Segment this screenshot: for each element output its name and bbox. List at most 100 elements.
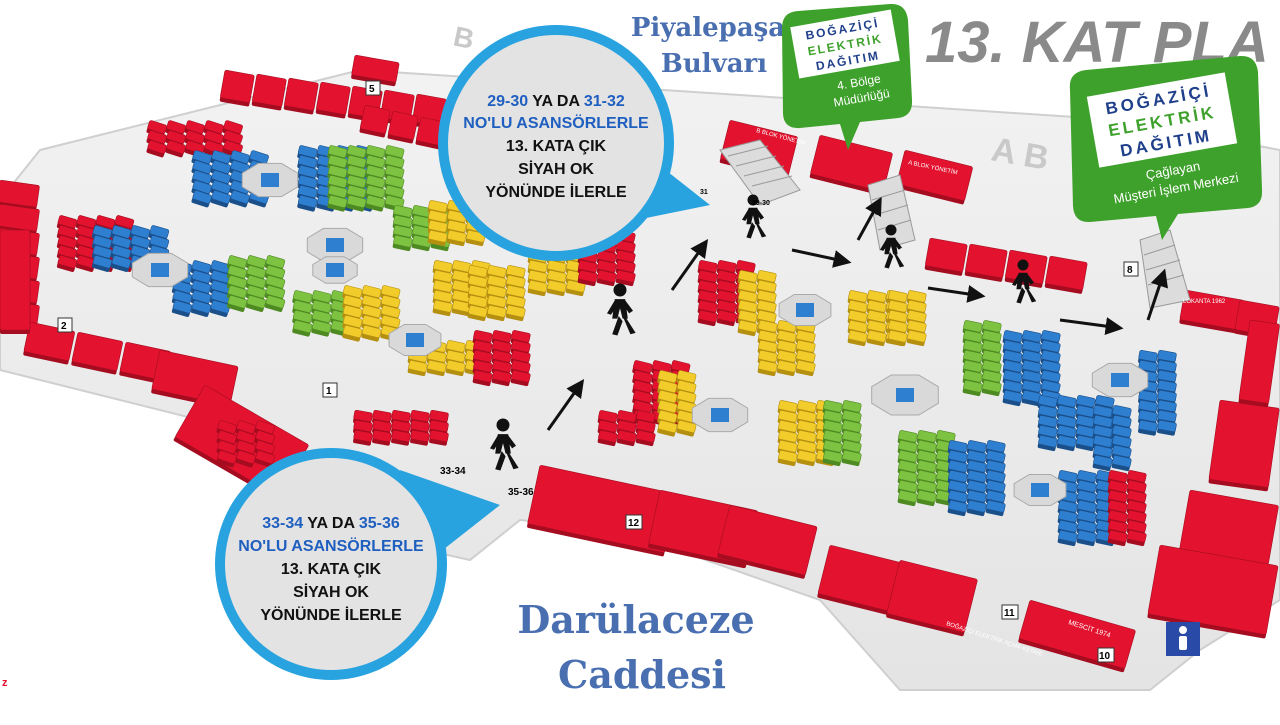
booth <box>245 295 267 312</box>
booth <box>0 229 31 334</box>
direction-arrow <box>927 284 986 303</box>
booth <box>964 244 1008 282</box>
sign-4-bolge: BOĞAZİÇİ ELEKTRİK DAĞITIM 4. Bölge Müdür… <box>782 3 913 151</box>
direction-arrow <box>1059 317 1124 336</box>
callout-bottom: 33-34 YA DA 35-36 NO'LU ASANSÖRLERLE 13.… <box>215 448 500 680</box>
direction-arrows <box>546 196 1168 431</box>
booth <box>361 325 382 342</box>
booth <box>897 490 918 507</box>
level-markers: 1 2 5 8 10 11 12 33-34 35-36 29-30 31 <box>57 80 1139 663</box>
booth <box>916 490 937 507</box>
booth <box>229 190 250 208</box>
booth <box>809 135 893 196</box>
walking-person-icon <box>1012 259 1037 304</box>
callout-bottom-line4: SİYAH OK <box>293 583 369 601</box>
logo-box-right <box>1086 72 1238 168</box>
booth <box>657 420 678 437</box>
callout-bottom-elevator-a: 33-34 <box>262 515 303 532</box>
callout-top-line2: NO'LU ASANSÖRLERLE <box>463 113 649 132</box>
booth <box>1021 390 1042 407</box>
booth <box>165 140 186 158</box>
booth <box>71 332 123 375</box>
booth <box>615 270 636 287</box>
elevator-lobbies <box>131 162 1149 506</box>
stair-12-label: 12 <box>628 518 640 529</box>
booth <box>616 430 637 447</box>
booth <box>596 250 617 267</box>
elevator-icon <box>796 303 814 317</box>
booth <box>1057 530 1078 547</box>
elevator-icon <box>406 333 424 347</box>
booth <box>1138 420 1158 436</box>
booth <box>486 305 507 322</box>
booth <box>219 70 255 107</box>
booth <box>947 500 968 517</box>
stairs-29-30 <box>719 139 801 206</box>
stair-8-label: 8 <box>1127 265 1133 276</box>
walking-person-icon <box>490 418 519 471</box>
booth <box>392 235 413 252</box>
person-icon <box>1179 626 1187 650</box>
booth <box>1076 530 1097 547</box>
booth <box>505 305 526 322</box>
booth <box>467 305 488 322</box>
booth <box>716 310 737 327</box>
booth <box>924 238 968 276</box>
booth <box>1179 490 1279 569</box>
booth <box>1179 290 1245 334</box>
booth <box>1238 319 1280 408</box>
booth <box>527 465 677 557</box>
booth <box>795 360 816 377</box>
booth <box>342 325 363 342</box>
street-bottom: Darülaceze Caddesi <box>517 597 754 697</box>
booth <box>527 280 548 297</box>
callout-bottom-elevator-b: 35-36 <box>359 515 400 532</box>
booth <box>597 430 618 447</box>
booth <box>427 230 448 247</box>
booth <box>407 360 428 377</box>
booth <box>429 430 449 446</box>
booth <box>822 450 843 467</box>
booth <box>372 430 392 446</box>
booth <box>56 255 78 272</box>
booth-layer <box>0 55 1280 673</box>
booth <box>427 210 448 227</box>
booth <box>0 179 40 212</box>
booth <box>209 300 231 317</box>
booth <box>110 255 132 272</box>
booth <box>292 320 313 337</box>
elevator-icon <box>261 173 279 187</box>
booth <box>1056 435 1077 452</box>
callout-top-line3: 13. KATA ÇIK <box>506 138 607 155</box>
booth <box>190 300 212 317</box>
stair-11-label: 11 <box>1004 608 1015 619</box>
walking-people <box>490 194 1037 471</box>
booth <box>841 450 862 467</box>
booth <box>757 360 778 377</box>
walking-person-icon <box>607 283 636 336</box>
elevator-icon <box>711 408 729 422</box>
booth <box>191 190 212 208</box>
street-bottom-line1: Darülaceze <box>517 597 754 642</box>
sign-caglayan: BOĞAZİÇİ ELEKTRİK DAĞITIM Çağlayan Müşte… <box>1069 55 1263 240</box>
callout-bottom-line5: YÖNÜNDE İLERLE <box>260 605 402 624</box>
callout-top-elevator-a: 29-30 <box>487 93 528 110</box>
booth <box>906 330 927 347</box>
booth <box>985 500 1006 517</box>
callout-bottom-or: YA DA <box>303 515 359 532</box>
street-bottom-line2: Caddesi <box>558 652 726 697</box>
street-top-line2: Bulvarı <box>661 49 767 79</box>
booth <box>226 295 248 312</box>
booth <box>171 300 193 317</box>
booth <box>491 370 512 387</box>
elevator-icon <box>326 238 344 252</box>
stair-5-label: 5 <box>369 84 375 95</box>
stairs-center <box>867 174 916 251</box>
booth <box>146 140 167 158</box>
stair-2-label: 2 <box>61 321 67 332</box>
booth <box>486 265 507 282</box>
booth <box>387 111 419 144</box>
callout-top-line5: YÖNÜNDE İLERLE <box>485 182 627 201</box>
booth <box>1208 399 1280 492</box>
booth <box>916 450 937 467</box>
